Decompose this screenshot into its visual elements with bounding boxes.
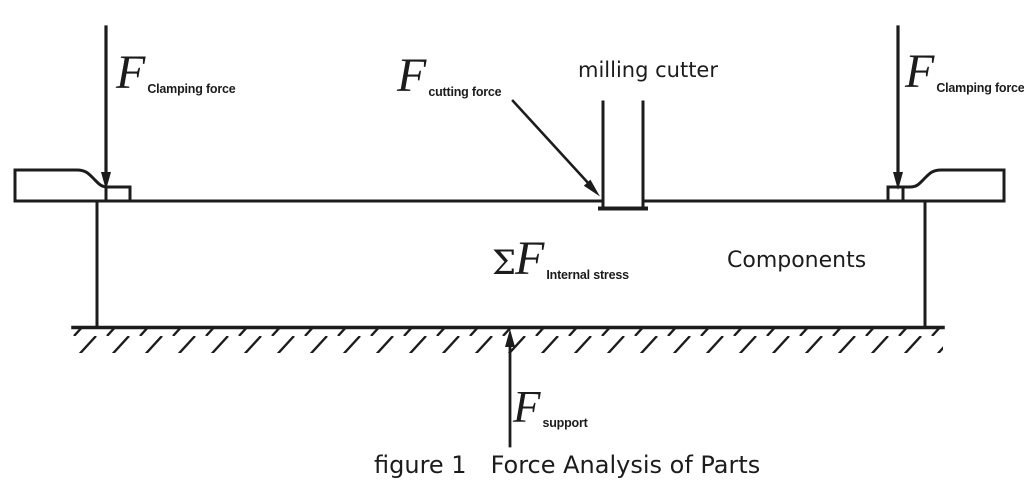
force-symbol: F [397,49,427,102]
force-symbol: F [515,232,545,285]
caption-number: figure 1 [374,451,467,479]
force-symbol: F [905,45,935,98]
force-symbol: F [116,46,146,99]
components-label: Components [727,248,867,273]
cutting-force-arrow [511,99,600,197]
clamping-force-arrow-left [101,25,111,190]
support-force-arrow [505,329,515,448]
sigma-symbol: Σ [492,243,517,283]
force-symbol: F [513,382,541,432]
milling-cutter-label: milling cutter [578,58,718,82]
force-subscript: Clamping force [936,81,1024,95]
right-clamp [886,168,1006,203]
workpiece-outline [13,199,1006,329]
clamping-force-arrow-right [893,25,903,190]
left-clamp [13,168,132,203]
force-subscript: Clamping force [147,82,236,96]
milling-cutter-shape [598,100,648,211]
force-subscript: Internal stress [546,268,629,282]
force-subscript: cutting force [428,85,502,99]
figure-caption: figure 1 Force Analysis of Parts [374,451,760,480]
force-subscript: support [542,416,588,430]
caption-title: Force Analysis of Parts [490,451,761,479]
